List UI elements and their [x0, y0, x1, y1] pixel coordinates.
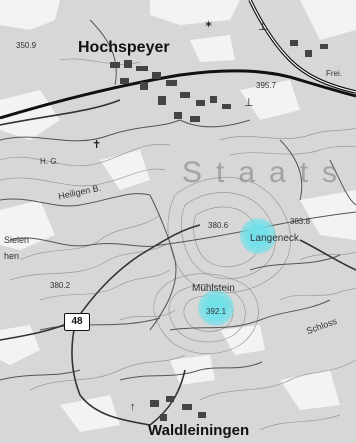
arrow-icon: ↑	[130, 401, 136, 413]
region-label: Staats	[182, 156, 352, 189]
antenna-icon: ⊥	[244, 97, 254, 109]
spot-height: 380.6	[208, 221, 229, 230]
place-label-sielen-2: hen	[4, 251, 20, 261]
place-label-muehlstein: Mühlstein	[192, 283, 235, 294]
spot-height: 383.8	[290, 217, 311, 226]
star-icon: ✶	[204, 19, 214, 31]
peak-highlight-langeneck[interactable]	[240, 218, 276, 254]
spot-height: 392.1	[206, 307, 227, 316]
church-icon: ✝	[92, 139, 102, 151]
spot-height: 380.2	[50, 281, 71, 290]
peak-highlight-muehlstein[interactable]	[198, 290, 234, 326]
spot-height: 395.7	[256, 81, 277, 90]
place-label-langeneck: Langeneck	[250, 233, 299, 244]
place-label-sielen: Sielen	[4, 235, 30, 245]
spot-height: 350.9	[16, 41, 37, 50]
town-label-north[interactable]: Hochspeyer	[78, 39, 170, 56]
antenna-icon: ⊥	[258, 21, 268, 33]
town-label-south[interactable]: Waldleiningen	[148, 422, 250, 439]
road-number-shield[interactable]: 48	[64, 313, 90, 331]
spot-height: H. G.	[40, 157, 59, 166]
spot-height: Frei.	[326, 69, 342, 78]
